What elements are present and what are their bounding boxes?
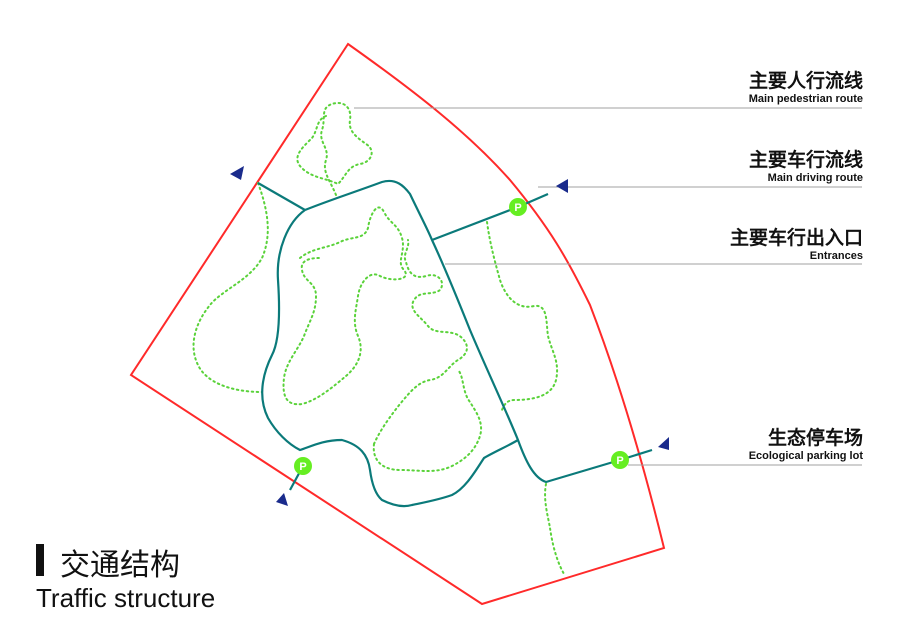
legend-driving-en: Main driving route xyxy=(767,172,863,184)
driving-route-main-loop xyxy=(304,179,621,484)
pedestrian-route-central xyxy=(282,206,407,406)
entrance-markers xyxy=(230,166,669,506)
legend-driving-cn: 主要车行流线 xyxy=(748,149,863,171)
svg-text:P: P xyxy=(514,202,521,214)
legend-parking-cn: 生态停车场 xyxy=(767,427,863,449)
title-bar-mark xyxy=(36,544,44,576)
entrance-triangle-icon xyxy=(230,166,244,180)
pedestrian-route-east xyxy=(486,221,558,411)
legend-pedestrian-en: Main pedestrian route xyxy=(748,93,863,105)
entrance-triangle-icon xyxy=(658,437,669,450)
legend-entrances-cn: 主要车行出入口 xyxy=(729,227,863,249)
parking-markers: P P P xyxy=(294,198,629,475)
parking-icon: P xyxy=(611,451,629,469)
site-boundary xyxy=(129,42,666,606)
legend-entrances-en: Entrances xyxy=(809,250,863,262)
driving-routes xyxy=(257,179,653,508)
legend-pedestrian-cn: 主要人行流线 xyxy=(748,70,863,92)
legend-leader-lines xyxy=(354,107,862,466)
page-title-cn: 交通结构 xyxy=(60,548,180,583)
pedestrian-route-west xyxy=(192,182,269,393)
pedestrian-routes xyxy=(192,102,565,575)
driving-entrance-link-ne xyxy=(431,205,519,242)
svg-text:P: P xyxy=(299,461,306,473)
entrance-triangle-icon xyxy=(556,179,568,193)
entrance-triangle-icon xyxy=(276,493,288,506)
driving-route-west-loop xyxy=(261,209,519,508)
parking-icon: P xyxy=(509,198,527,216)
svg-text:P: P xyxy=(616,455,623,467)
legend-parking-en: Ecological parking lot xyxy=(748,450,863,462)
pedestrian-route-south-central xyxy=(372,369,482,472)
pedestrian-route-southeast xyxy=(544,483,565,575)
driving-entrance-link-nw xyxy=(257,182,306,211)
parking-icon: P xyxy=(294,457,312,475)
pedestrian-route-north xyxy=(296,102,373,196)
page-title-en: Traffic structure xyxy=(36,583,216,613)
pedestrian-route-central-east xyxy=(373,239,468,445)
